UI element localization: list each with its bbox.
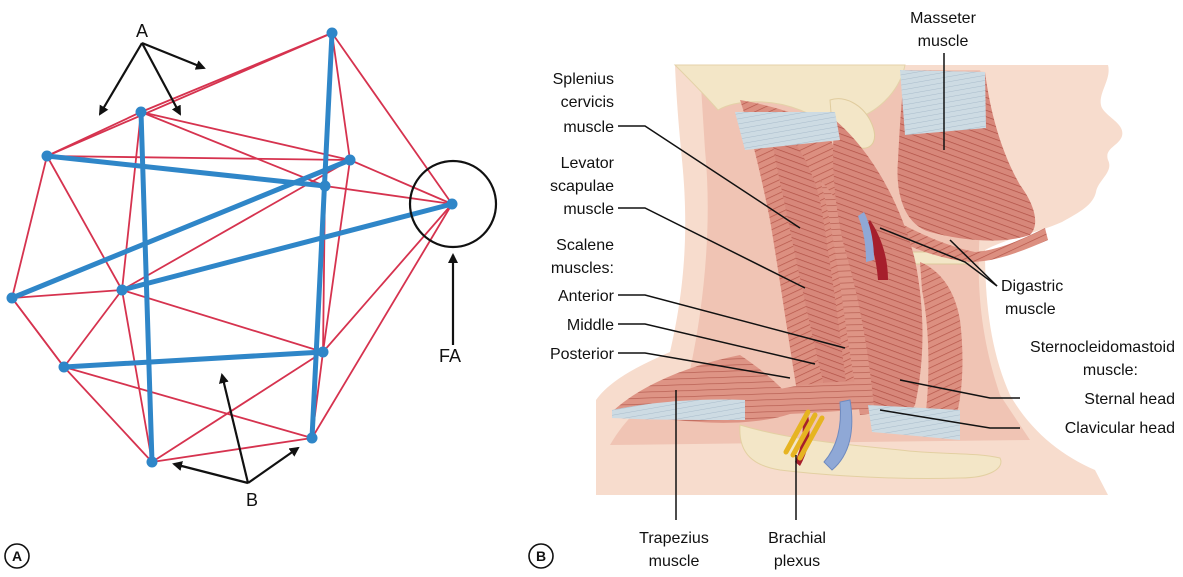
svg-text:scapulae: scapulae (550, 178, 614, 195)
svg-text:Masseter: Masseter (910, 10, 976, 27)
network-node (117, 285, 128, 296)
network-nodes (7, 28, 458, 468)
tension-cable (64, 290, 122, 367)
network-node (320, 181, 331, 192)
compression-struts (12, 33, 452, 462)
network-node (327, 28, 338, 39)
tension-cable (12, 298, 64, 367)
label-brachial-plexus: Brachial plexus (768, 530, 826, 570)
tension-cables (12, 33, 452, 462)
tension-cable (122, 112, 141, 290)
tension-cable (323, 204, 452, 352)
tension-cable (332, 33, 350, 160)
svg-text:muscles:: muscles: (551, 260, 614, 277)
svg-text:muscle: muscle (563, 201, 614, 218)
tension-cable (12, 156, 47, 298)
tension-cable (152, 438, 312, 462)
network-node (136, 107, 147, 118)
tension-cable (122, 160, 350, 290)
svg-text:Digastric: Digastric (1001, 278, 1063, 295)
tensegrity-diagram: A B FA A (5, 21, 496, 568)
tension-cable (152, 352, 323, 462)
svg-text:A: A (12, 548, 22, 564)
svg-text:cervicis: cervicis (561, 94, 614, 111)
label-splenius-cervicis: Splenius cervicis muscle (553, 71, 614, 136)
masseter-tendon (900, 70, 986, 135)
label-sternocleidomastoid: Sternocleidomastoid muscle: (1030, 339, 1175, 379)
label-fa: FA (439, 346, 461, 366)
svg-text:plexus: plexus (774, 553, 820, 570)
svg-text:muscle: muscle (563, 119, 614, 136)
network-node (307, 433, 318, 444)
neck-anatomy-illustration: Masseter muscle Splenius cervicis muscle… (529, 10, 1175, 570)
label-sternal-head: Sternal head (1084, 391, 1175, 408)
network-node (147, 457, 158, 468)
compression-strut (122, 204, 452, 290)
svg-text:Splenius: Splenius (553, 71, 614, 88)
network-node (7, 293, 18, 304)
svg-text:Scalene: Scalene (556, 237, 614, 254)
compression-strut (47, 156, 325, 186)
label-clavicular-head: Clavicular head (1065, 420, 1175, 437)
network-node (447, 199, 458, 210)
network-node (318, 347, 329, 358)
label-b: B (246, 490, 258, 510)
svg-text:muscle: muscle (1005, 301, 1056, 318)
tension-cable (64, 367, 312, 438)
svg-text:Trapezius: Trapezius (639, 530, 709, 547)
svg-text:Brachial: Brachial (768, 530, 826, 547)
compression-strut (64, 352, 323, 367)
svg-text:B: B (536, 548, 546, 564)
label-middle: Middle (567, 317, 614, 334)
tension-cable (47, 112, 141, 156)
panel-b-badge: B (529, 544, 553, 568)
tension-cable (141, 112, 350, 160)
label-levator-scapulae: Levator scapulae muscle (550, 155, 615, 218)
network-node (59, 362, 70, 373)
svg-text:muscle: muscle (649, 553, 700, 570)
label-scalene: Scalene muscles: (551, 237, 614, 277)
network-node (345, 155, 356, 166)
arrows-a (100, 43, 204, 114)
tension-cable (312, 204, 452, 438)
network-node (42, 151, 53, 162)
svg-text:muscle:: muscle: (1083, 362, 1138, 379)
svg-text:Levator: Levator (561, 155, 615, 172)
panel-a-badge: A (5, 544, 29, 568)
label-masseter: Masseter muscle (910, 10, 976, 50)
label-posterior: Posterior (550, 346, 615, 363)
label-digastric: Digastric muscle (1001, 278, 1063, 318)
label-trapezius: Trapezius muscle (639, 530, 709, 570)
svg-text:Sternocleidomastoid: Sternocleidomastoid (1030, 339, 1175, 356)
tension-cable (47, 33, 332, 156)
label-a: A (136, 21, 148, 41)
tension-cable (122, 290, 323, 352)
label-anterior: Anterior (558, 288, 615, 305)
compression-strut (12, 160, 350, 298)
svg-text:muscle: muscle (918, 33, 969, 50)
